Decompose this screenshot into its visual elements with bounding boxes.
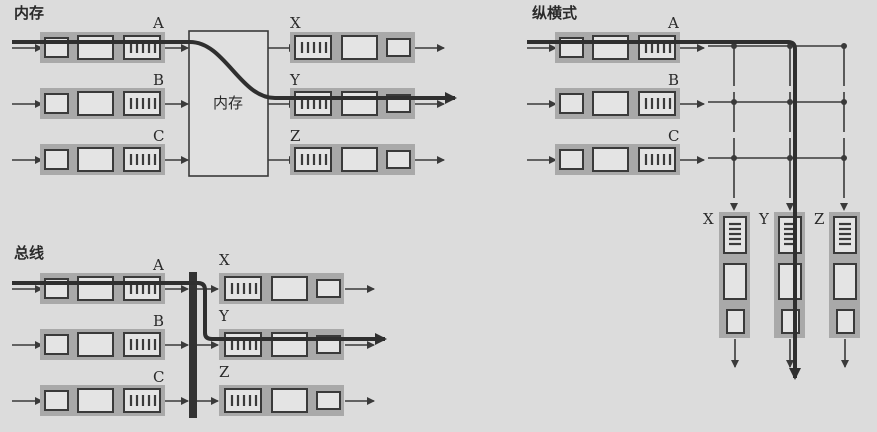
port-label-b: B bbox=[668, 71, 679, 89]
xbar-input-port-b: B bbox=[527, 71, 705, 119]
port-label-b: B bbox=[153, 312, 164, 330]
port-label-z: Z bbox=[219, 363, 229, 381]
xbar-input-port-c: C bbox=[527, 127, 705, 175]
panel-title-crossbar: 纵横式 bbox=[532, 4, 577, 22]
output-port-x: X bbox=[268, 14, 445, 63]
panel-title-bus: 总线 bbox=[14, 244, 44, 262]
bus-output-port-y: Y bbox=[197, 307, 375, 360]
bus-bar bbox=[189, 272, 197, 418]
xbar-input-port-a: A bbox=[527, 14, 705, 63]
port-label-x: X bbox=[703, 210, 714, 228]
port-label-a: A bbox=[667, 14, 679, 32]
memory-block bbox=[188, 30, 269, 177]
port-label-c: C bbox=[153, 127, 164, 145]
crossbar-grid bbox=[708, 43, 848, 211]
highlight-path-memory bbox=[12, 40, 457, 104]
port-label-y: Y bbox=[218, 307, 230, 325]
panel-title-memory: 内存 bbox=[14, 4, 44, 22]
port-label-x: X bbox=[219, 251, 230, 269]
highlight-path-bus bbox=[12, 281, 387, 345]
xbar-output-port-x: X bbox=[703, 210, 750, 368]
port-label-x: X bbox=[290, 14, 301, 32]
bus-output-port-x: X bbox=[197, 251, 375, 304]
port-label-a: A bbox=[152, 14, 164, 32]
panel-bus: 总线 A B C bbox=[12, 244, 387, 418]
panel-memory: 内存 A B C bbox=[12, 4, 457, 177]
bus-input-port-a: A bbox=[12, 256, 189, 304]
xbar-output-port-y: Y bbox=[758, 210, 805, 368]
bus-output-port-z: Z bbox=[197, 363, 375, 416]
memory-block-label: 内存 bbox=[213, 94, 243, 112]
port-label-b: B bbox=[153, 71, 164, 89]
output-port-z: Z bbox=[268, 127, 445, 175]
output-port-y: Y bbox=[268, 71, 445, 119]
bus-input-port-b: B bbox=[12, 312, 189, 360]
highlight-path-crossbar bbox=[527, 40, 801, 380]
xbar-output-port-z: Z bbox=[814, 210, 860, 368]
input-port-c: C bbox=[12, 127, 189, 175]
input-port-b: B bbox=[12, 71, 189, 119]
panel-crossbar: 纵横式 A B C bbox=[527, 4, 860, 380]
port-label-y: Y bbox=[289, 71, 301, 89]
port-label-z: Z bbox=[290, 127, 300, 145]
port-label-y: Y bbox=[758, 210, 770, 228]
port-label-c: C bbox=[668, 127, 679, 145]
bus-input-port-c: C bbox=[12, 368, 189, 416]
port-label-c: C bbox=[153, 368, 164, 386]
port-label-a: A bbox=[152, 256, 164, 274]
port-label-z: Z bbox=[814, 210, 824, 228]
